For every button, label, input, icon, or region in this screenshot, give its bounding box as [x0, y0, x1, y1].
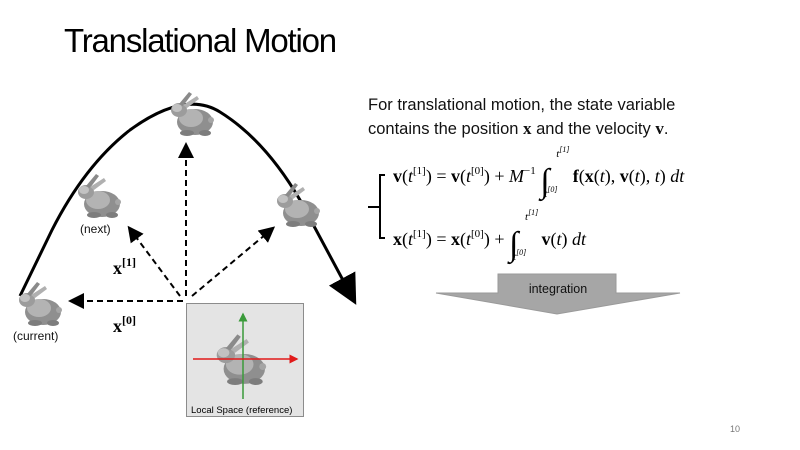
description-line1: For translational motion, the state vari…: [368, 96, 676, 114]
position-symbol: x: [523, 119, 532, 138]
description: For translational motion, the state vari…: [368, 94, 675, 141]
label-x1: x[1]: [113, 255, 136, 278]
bunny-top-icon: [171, 92, 214, 136]
slide-title: Translational Motion: [64, 22, 337, 59]
page-number: 10: [730, 424, 741, 434]
reference-box: Local Space (reference): [186, 303, 304, 417]
label-next: (next): [80, 222, 111, 236]
integration-arrow: [435, 273, 681, 315]
arrow-to-next: [127, 225, 181, 297]
integration-label: integration: [528, 282, 588, 296]
description-line2: contains the position x and the velocity…: [368, 119, 669, 138]
position-equation: x(t[1]) = x(t[0]) + ∫t[1]t[0] v(t) dt: [393, 208, 587, 263]
label-x0: x[0]: [113, 313, 136, 336]
bunny-next-icon: [78, 174, 121, 218]
bunny-current-icon: [19, 282, 62, 326]
dashed-arrows: [68, 142, 276, 309]
equation-brace: [368, 174, 385, 239]
velocity-equation: v(t[1]) = v(t[0]) + M−1 ∫t[1]t[0] f(x(t)…: [393, 145, 685, 200]
bunny-right-icon: [277, 183, 320, 227]
velocity-symbol: v: [655, 119, 664, 138]
arrow-to-right: [191, 226, 276, 297]
reference-label: Local Space (reference): [191, 405, 293, 416]
label-current: (current): [13, 329, 59, 343]
